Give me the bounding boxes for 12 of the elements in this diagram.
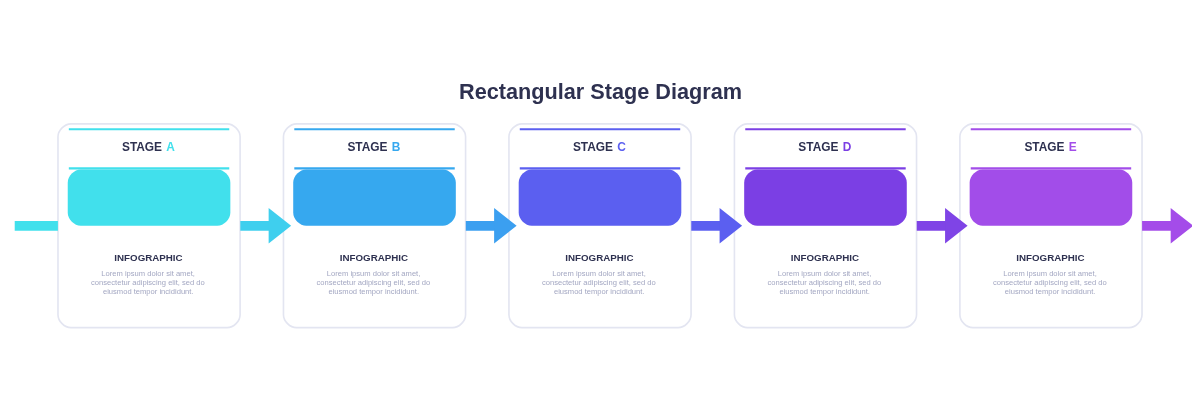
arrow <box>916 207 968 243</box>
arrow <box>465 207 517 243</box>
node-box: STAGE E INFOGRAPHIC Lorem ipsum dolor sit amet, consectetur adipiscing elit, sed do eiusmod tempor incididunt. <box>959 122 1143 328</box>
connector <box>14 220 58 231</box>
node-box: STAGE C INFOGRAPHIC Lorem ipsum dolor sit amet, consectetur adipiscing elit, sed do eiusmod tempor incididunt. <box>508 122 692 328</box>
node-box: STAGE A INFOGRAPHIC Lorem ipsum dolor sit amet, consectetur adipiscing elit, sed do eiusmod tempor incididunt. <box>57 122 241 328</box>
arrow <box>691 207 743 243</box>
node-box: STAGE D INFOGRAPHIC Lorem ipsum dolor sit amet, consectetur adipiscing elit, sed do eiusmod tempor incididunt. <box>733 122 918 328</box>
arrow <box>1142 207 1192 243</box>
diagram-title: Rectangular Stage Diagram <box>459 78 743 104</box>
arrow <box>240 207 292 243</box>
node-box: STAGE B INFOGRAPHIC Lorem ipsum dolor sit amet, consectetur adipiscing elit, sed do eiusmod tempor incididunt. <box>282 122 467 328</box>
